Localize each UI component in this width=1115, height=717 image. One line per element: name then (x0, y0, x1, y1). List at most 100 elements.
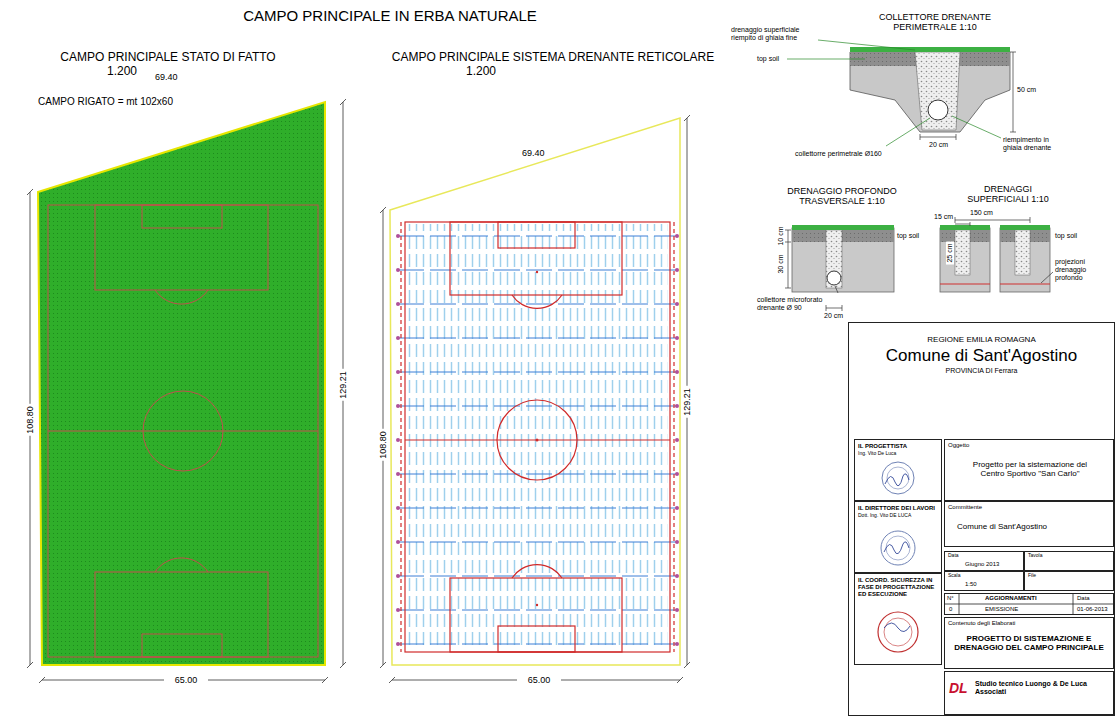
drawing-label: 1.200 (466, 65, 496, 79)
cell-text: Comune di Sant'Agostino (849, 346, 1114, 366)
drawing-label: projezioni drenaggio profondo (1055, 258, 1111, 282)
drawing-part (398, 610, 677, 611)
drawing-part (398, 338, 677, 339)
drawing-part (842, 305, 843, 311)
drawing-label: collettorre perimetrale Ø160 (795, 150, 882, 158)
existing-field (38, 102, 325, 665)
drawing-part (955, 224, 970, 225)
drawing-part (48, 431, 318, 432)
drained-field (536, 271, 538, 273)
drawing-label: DRENAGGI SUPERFICIALI 1:10 (953, 184, 1063, 205)
dimension-lines (380, 207, 386, 213)
drawing-part (450, 578, 622, 652)
surface-drain-section (940, 228, 990, 292)
dimension-lines (684, 662, 690, 668)
stamps (881, 531, 915, 565)
stamps (882, 462, 914, 494)
dimension-lines (380, 662, 386, 668)
drawing-part (955, 217, 956, 223)
drawing-part (498, 222, 575, 248)
scale-cell: Scala1:50 (944, 571, 1024, 591)
drawing-part (787, 40, 1001, 146)
drawing-part (396, 302, 400, 306)
cell-text: Giugno 2013 (965, 561, 999, 568)
cell-text: DL (949, 680, 968, 696)
perimeter-collector-section (928, 100, 948, 120)
drawing-label: riempimento in ghiaia drenante (1003, 136, 1068, 152)
drawing-part (952, 116, 1001, 138)
table-rules (959, 594, 960, 614)
drawing-label: 30 cm (777, 254, 785, 273)
drained-field (407, 224, 668, 650)
cell-text: N° (947, 595, 954, 602)
drained-field (390, 118, 680, 665)
drawing-part (396, 540, 400, 544)
perimeter-collector-section (850, 52, 1010, 132)
drawing-part (788, 230, 789, 288)
drawing-part (450, 222, 622, 295)
cell-text: Committente (948, 504, 982, 511)
drawing-part (787, 59, 865, 60)
drawing-part (785, 242, 791, 243)
drawing-title: CAMPO PRINCIPALE IN ERBA NATURALE (140, 7, 640, 24)
drawing-part (675, 370, 679, 374)
drawing-part (398, 406, 677, 407)
revision-table: N°AGGIORNAMENTIData0EMISSIONE01-06-2013 (944, 593, 1114, 615)
drawing-part (95, 205, 268, 290)
contents-cell: Contenuto degli ElaboratiPROGETTO DI SIS… (944, 617, 1114, 669)
drawing-label: collettore microforato drenante Ø 90 (757, 296, 837, 312)
stamps (884, 542, 909, 554)
drawing-label: COLLETTORE DRENANTE PERIMETRALE 1:10 (855, 12, 1015, 33)
cell-text: IL COORD. SICUREZZA IN FASE DI PROGETTAZ… (858, 577, 938, 598)
drawing-part (498, 626, 575, 652)
drawing-part (785, 288, 791, 289)
drawing-part (1030, 217, 1031, 223)
drawing-part (396, 608, 400, 612)
drawing-part (955, 220, 1030, 221)
drawing-part (940, 283, 1050, 284)
deep-drain-section (792, 228, 894, 292)
drawing-part (400, 222, 401, 652)
table-rules (1073, 594, 1074, 614)
file-cell: File (1024, 571, 1114, 591)
drawing-label: DRENAGGIO PROFONDO TRASVERSALE 1:10 (777, 186, 907, 207)
drawing-part (497, 400, 577, 480)
drawing-part (920, 134, 921, 140)
cell-text: Studio tecnico Luongo & De Luca Associat… (975, 680, 1111, 696)
perimeter-collector-section (850, 47, 1010, 52)
stamps (884, 618, 912, 646)
drained-field (536, 439, 539, 442)
client-cell: CommittenteComune di Sant'Agostino (944, 501, 1114, 547)
drawing-part (673, 222, 674, 652)
cell-text: Data (1077, 595, 1090, 602)
drawing-part (396, 472, 400, 476)
drawing-part (675, 574, 679, 578)
deep-drain-section (826, 230, 842, 288)
drawing-part (785, 230, 791, 231)
cell-text: PROVINCIA DI Ferrara (849, 367, 1114, 375)
drawing-part (970, 222, 971, 226)
cell-text: PROGETTO DI SISTEMAZIONE E DRENAGGIO DEL… (953, 634, 1105, 652)
cell-text: Data (948, 553, 959, 559)
stamps (878, 612, 918, 652)
drawing-part (955, 217, 1053, 283)
cell-text: Scala (948, 573, 961, 579)
drawing-part (1000, 283, 1050, 284)
stamps (878, 462, 918, 652)
surface-drain-section (1015, 230, 1030, 275)
drawing-label: 108.80 (25, 404, 35, 436)
drawing-part (398, 576, 677, 577)
drawing-part (396, 370, 400, 374)
drawing-part (675, 234, 679, 238)
dimension-lines (39, 677, 45, 683)
drawing-part (398, 304, 677, 305)
drawing-part (405, 439, 670, 440)
dimension-lines (322, 677, 328, 683)
existing-field (38, 102, 325, 665)
drawing-part (143, 391, 223, 471)
drawing-part (396, 438, 400, 442)
cell-text: Progetto per la sistemazione del Centro … (960, 460, 1100, 478)
drawing-label: drenaggio superficiale riempito di ghiai… (731, 26, 826, 42)
drawing-part (398, 270, 677, 271)
